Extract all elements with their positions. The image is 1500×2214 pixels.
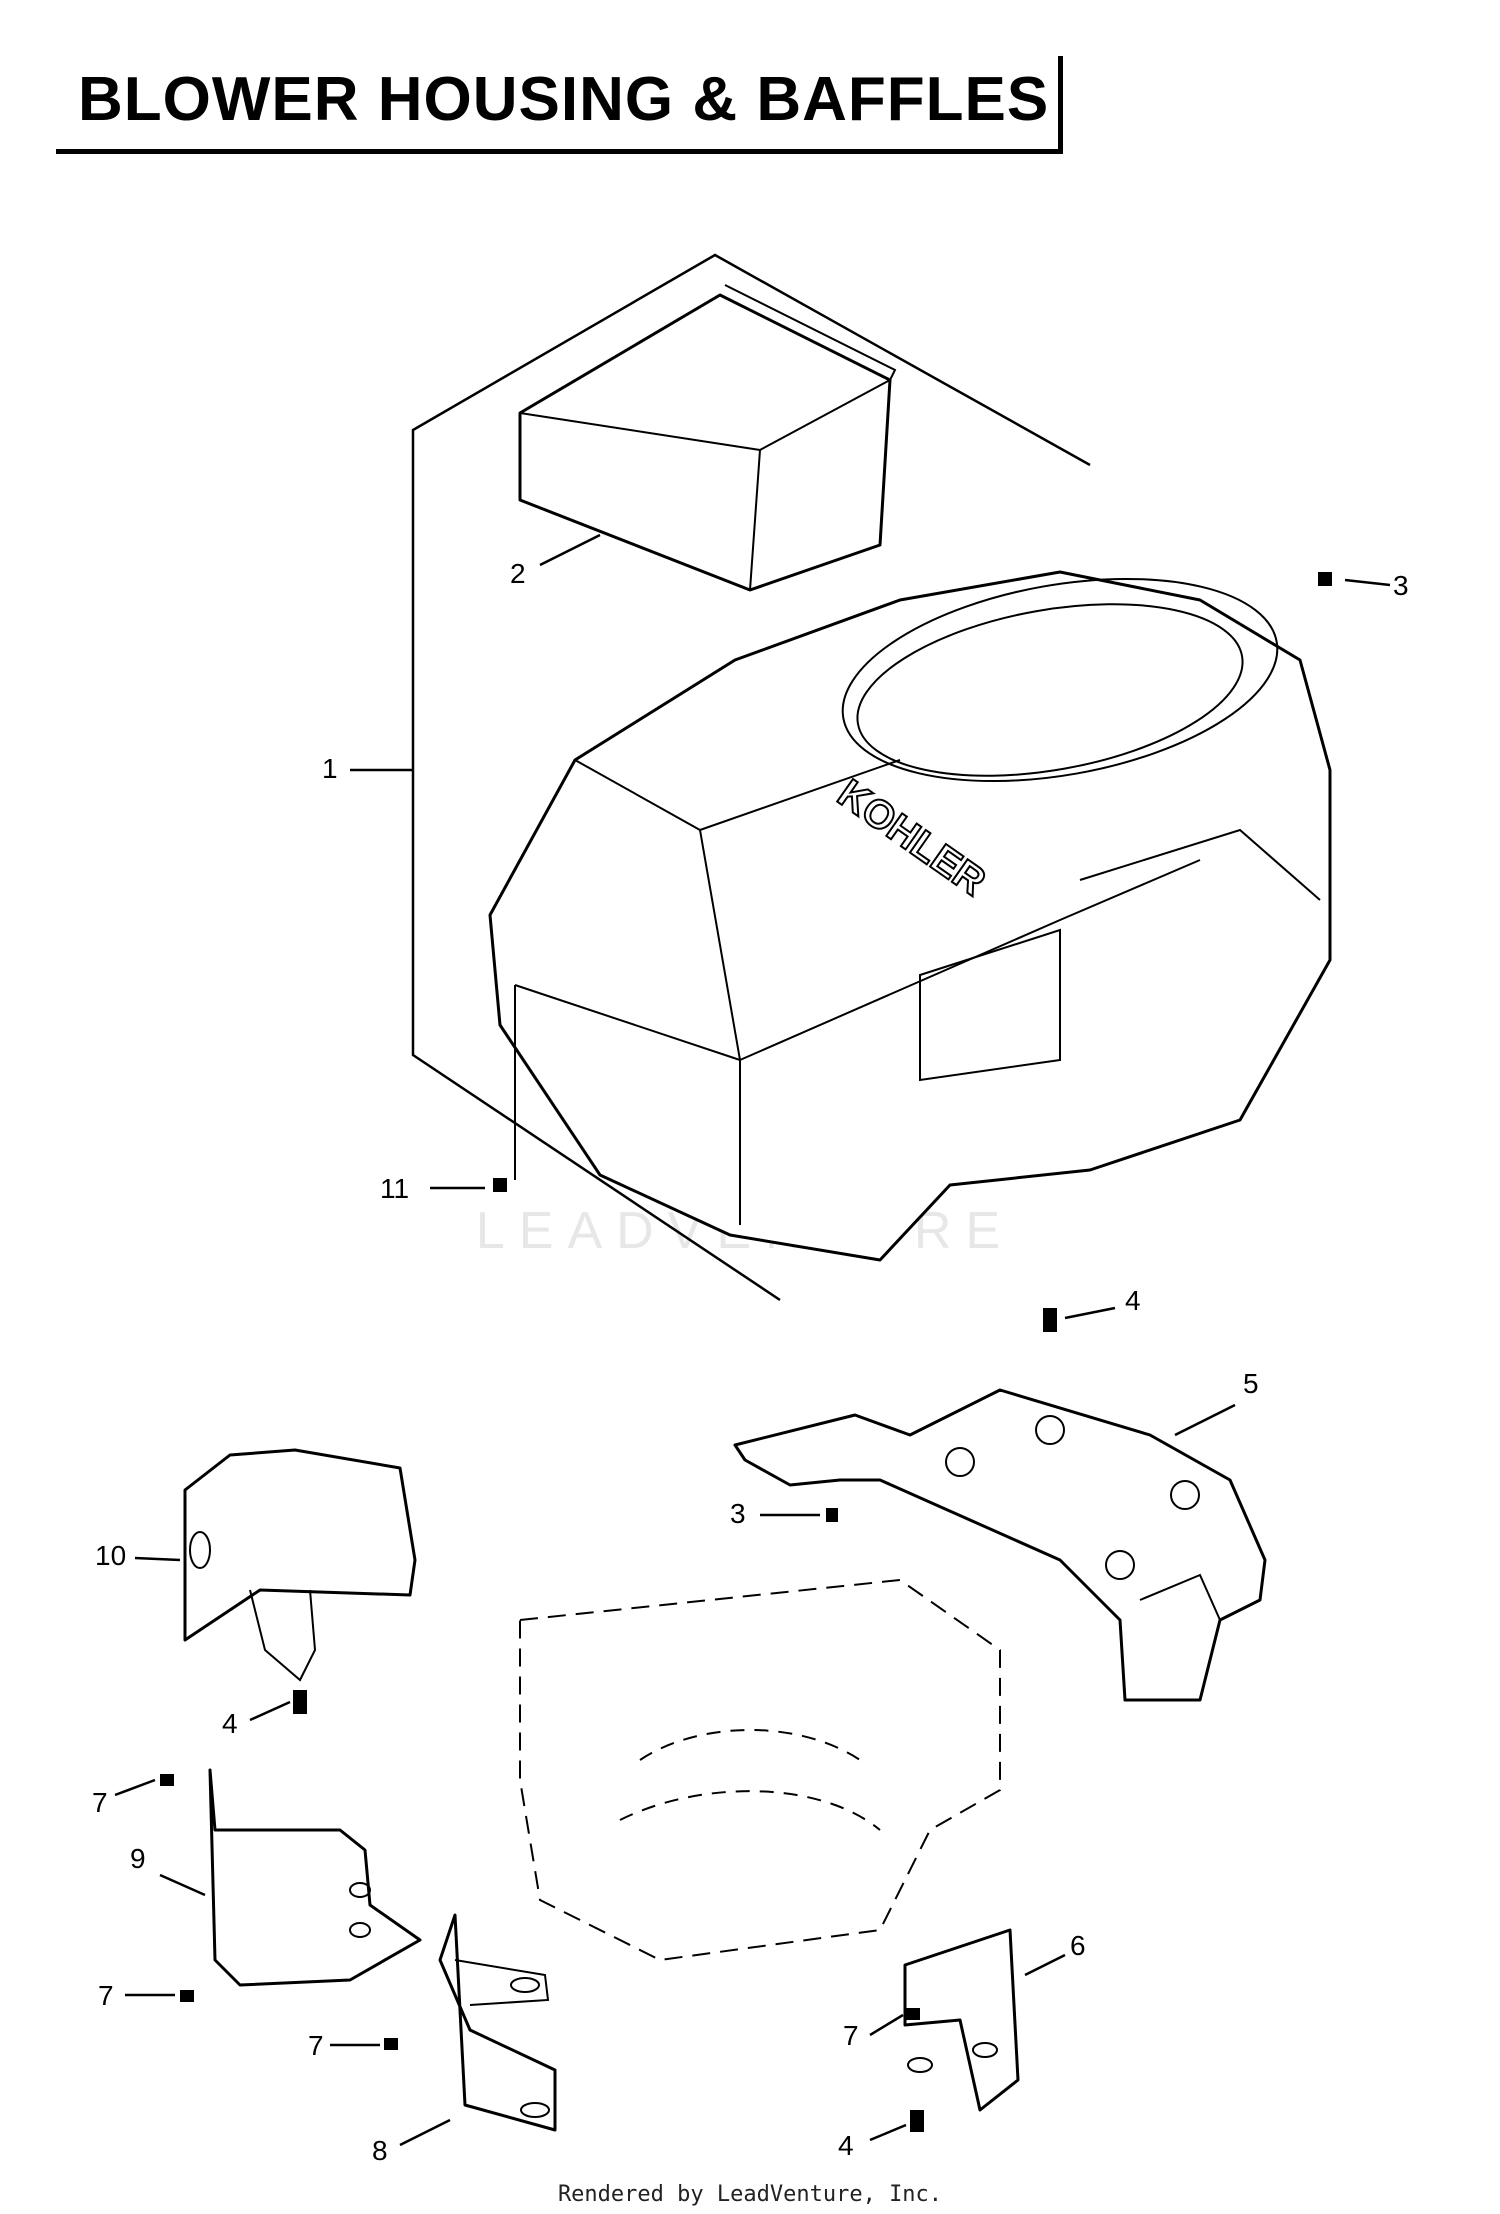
assembly-bracket bbox=[411, 253, 1091, 1302]
part-5-baffle-plate bbox=[733, 1388, 1267, 1702]
callout-7-c: 7 bbox=[308, 2030, 324, 2061]
callout-7-b: 7 bbox=[98, 1980, 114, 2011]
part-10-side-baffle bbox=[183, 1448, 417, 1682]
callout-8: 8 bbox=[372, 2135, 388, 2166]
title-box: BLOWER HOUSING & BAFFLES bbox=[56, 56, 1063, 154]
screw-7-c bbox=[384, 2038, 398, 2050]
screw-4-top bbox=[1043, 1308, 1057, 1332]
callout-11: 11 bbox=[380, 1173, 409, 1204]
callout-labels: 1 2 3 3 4 4 4 5 6 7 7 7 7 8 9 10 11 bbox=[92, 558, 1409, 2166]
callout-3-mid: 3 bbox=[730, 1498, 746, 1529]
callout-4-left: 4 bbox=[222, 1708, 238, 1739]
callout-7-d: 7 bbox=[843, 2020, 859, 2051]
screw-3-top bbox=[1318, 572, 1332, 586]
part-9-baffle bbox=[208, 1768, 422, 1987]
part-2-deflector-cover bbox=[518, 284, 897, 592]
page-title: BLOWER HOUSING & BAFFLES bbox=[78, 65, 1050, 134]
part-6-baffle bbox=[903, 1928, 1020, 2112]
screw-7-b bbox=[180, 1990, 194, 2002]
screw-3-mid bbox=[826, 1508, 838, 1522]
screw-7-a bbox=[160, 1774, 174, 1786]
callout-4-top: 4 bbox=[1125, 1285, 1141, 1316]
screw-7-d bbox=[906, 2008, 920, 2020]
callout-4-bottom: 4 bbox=[838, 2130, 854, 2161]
callout-2: 2 bbox=[510, 558, 526, 589]
callout-7-a: 7 bbox=[92, 1787, 108, 1818]
callout-10: 10 bbox=[95, 1540, 126, 1571]
callout-6: 6 bbox=[1070, 1930, 1086, 1961]
engine-block-outline bbox=[519, 1578, 1001, 1962]
callout-1: 1 bbox=[322, 753, 338, 784]
footer-credit: Rendered by LeadVenture, Inc. bbox=[557, 2182, 943, 2207]
fasteners bbox=[160, 572, 1332, 2132]
callout-5: 5 bbox=[1243, 1368, 1259, 1399]
part-1-blower-housing: KOHLER bbox=[488, 570, 1332, 1262]
leader-lines bbox=[114, 533, 1391, 2147]
screw-4-left bbox=[293, 1690, 307, 1714]
callout-3-top: 3 bbox=[1393, 570, 1409, 601]
screw-11 bbox=[493, 1178, 507, 1192]
screw-4-bottom bbox=[910, 2110, 924, 2132]
callout-9: 9 bbox=[130, 1843, 146, 1874]
part-8-bracket bbox=[438, 1913, 557, 2132]
